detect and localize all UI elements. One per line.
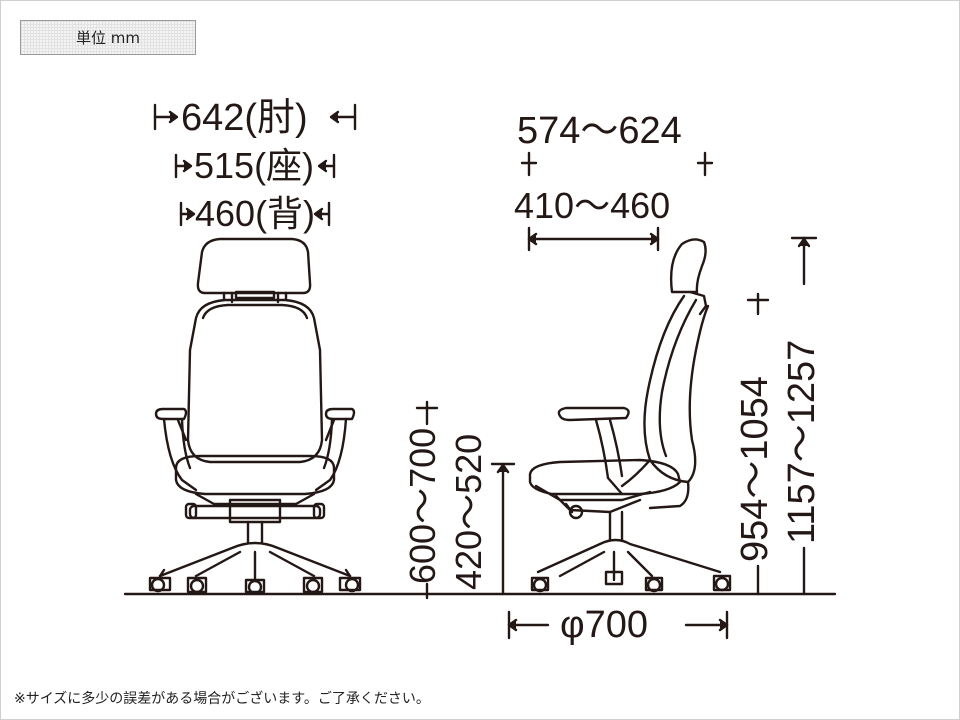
side-chair bbox=[528, 238, 732, 593]
arm-height-label: 600～700 bbox=[402, 427, 443, 584]
base-diameter-label: φ700 bbox=[560, 604, 649, 646]
side-dimension-lines bbox=[415, 151, 818, 640]
seat-depth-label: 410～460 bbox=[514, 185, 671, 226]
total-depth-label: 574～624 bbox=[517, 110, 682, 152]
total-height-label: 1157～1257 bbox=[781, 339, 823, 544]
tolerance-note: ※サイズに多少の誤差がある場合がございます。ご了承ください。 bbox=[14, 691, 430, 707]
arm-width-label: 642(肘) bbox=[181, 97, 308, 139]
back-height-label: 954～1054 bbox=[734, 376, 776, 562]
back-width-label: 460(背) bbox=[195, 193, 316, 234]
seat-height-label: 420～520 bbox=[448, 433, 489, 590]
seat-width-label: 515(座) bbox=[194, 145, 315, 186]
front-dimension-lines bbox=[153, 103, 357, 227]
unit-label-box: 単位 mm bbox=[20, 20, 196, 55]
front-chair bbox=[148, 237, 362, 595]
unit-label: 単位 mm bbox=[76, 29, 140, 47]
